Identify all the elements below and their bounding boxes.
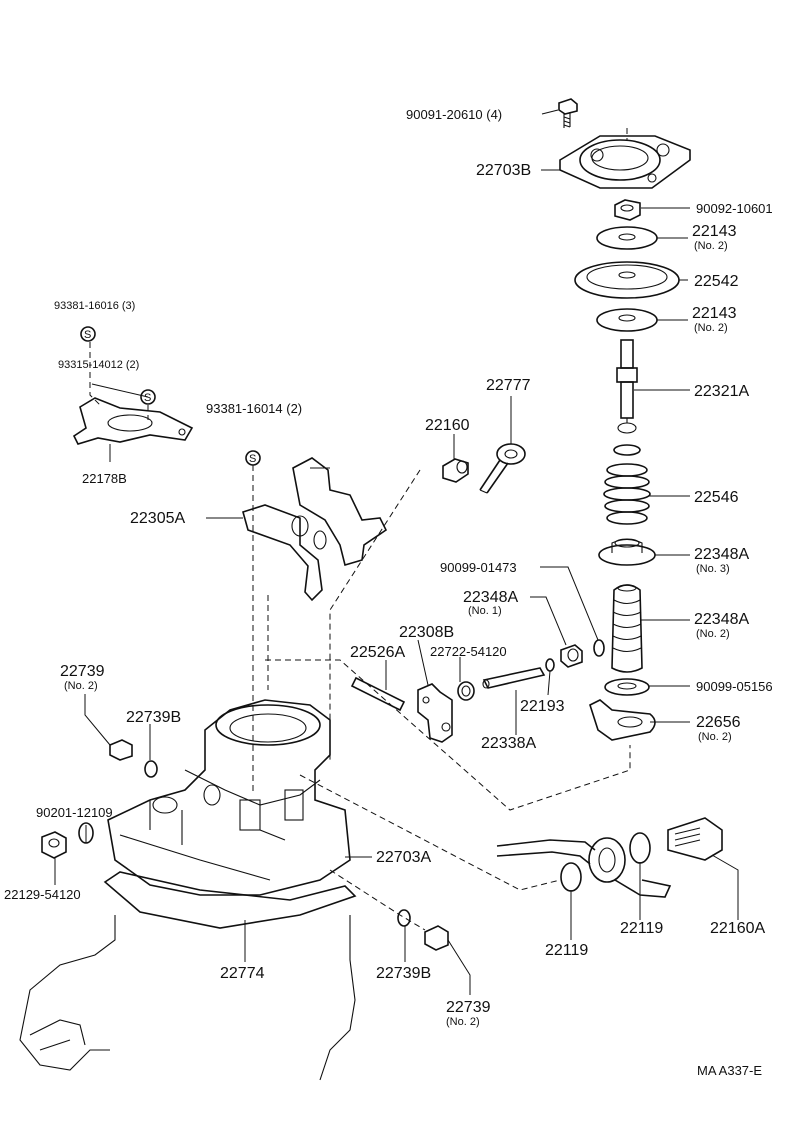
dash-line: [329, 469, 421, 760]
ring-90099-01473-part: [593, 639, 605, 657]
note-bracket-22656: (No. 2): [698, 731, 732, 743]
label-seat-no1: 22348A: [463, 589, 518, 606]
gasket-22739b-right-part: [397, 909, 411, 927]
plug-22129-part: [41, 831, 67, 859]
figure-code: MA A337-E: [697, 1063, 762, 1078]
label-plug-22739-left: 22739: [60, 663, 105, 680]
lever-assy-part: [242, 457, 388, 602]
label-bracket-left: 22178B: [82, 471, 127, 486]
screw-symbol-2: S: [140, 389, 156, 405]
washer-upper-part: [596, 226, 658, 250]
dash-line: [265, 659, 631, 811]
pin-22722-part: [457, 681, 475, 701]
plug-22739-left-part: [109, 739, 133, 761]
pin-22526a-part: [350, 676, 406, 712]
note-washer-upper: (No. 2): [694, 240, 728, 252]
spring-part: [603, 463, 651, 525]
label-bracket-22656: 22656: [696, 714, 741, 731]
label-ring-90099: 90099-01473: [440, 560, 517, 575]
pump-body-part: [19, 915, 356, 1081]
label-bolt-22777: 22777: [486, 377, 531, 394]
label-plug-22129: 22129-54120: [4, 887, 81, 902]
label-screw-left2: 93315-14012 (2): [58, 359, 139, 371]
banjo-fitting-part: [496, 817, 723, 898]
label-washer-22119-b: 22119: [620, 920, 663, 937]
washer-90099-05156-part: [604, 678, 650, 696]
label-washer-lower: 22143: [692, 305, 737, 322]
diaphragm-part: [574, 261, 680, 299]
note-plug-22739-left: (No. 2): [64, 680, 98, 692]
label-screw-mid: 93381-16014 (2): [206, 401, 302, 416]
label-seat-no3: 22348A: [694, 546, 749, 563]
label-screw-left: 93381-16016 (3): [54, 300, 135, 312]
label-cover: 22703B: [476, 162, 531, 179]
label-lever-assy: 22305A: [130, 510, 185, 527]
plug-22739-right-part: [424, 925, 449, 951]
dash-line: [89, 342, 101, 406]
dash-line: [299, 774, 561, 891]
nut-part: [614, 199, 641, 221]
svg-text:S: S: [84, 329, 91, 341]
label-washer-22119-a: 22119: [545, 942, 588, 959]
bolt-top-part: [558, 98, 578, 128]
label-boot-no2: 22348A: [694, 611, 749, 628]
note-washer-lower: (No. 2): [694, 322, 728, 334]
label-plug-90201: 90201-12109: [36, 805, 113, 820]
svg-text:S: S: [144, 392, 151, 404]
label-diaphragm: 22542: [694, 273, 739, 290]
note-boot-no2: (No. 2): [696, 628, 730, 640]
pin-22338a-part: [482, 667, 546, 689]
label-gasket-22774: 22774: [220, 965, 265, 982]
label-spring: 22546: [694, 489, 739, 506]
svg-text:S: S: [249, 453, 256, 465]
seat-no3-part: [598, 538, 656, 566]
seat-no1-part: [560, 644, 583, 668]
plug-22160-part: [442, 458, 469, 483]
dash-line: [329, 869, 426, 931]
shaft-part: [616, 339, 638, 434]
bracket-22178b-part: [72, 397, 194, 445]
note-plug-22739-right: (No. 2): [446, 1016, 480, 1028]
bracket-22656-part: [589, 699, 656, 741]
label-plug-22160: 22160: [425, 417, 470, 434]
leader-lines: [54, 109, 739, 995]
label-plug-22739-right: 22739: [446, 999, 491, 1016]
label-nut: 90092-10601: [696, 201, 773, 216]
label-bolt-top: 90091-20610 (4): [406, 107, 502, 122]
cover-part: [559, 135, 691, 189]
washer-lower-part: [596, 308, 658, 332]
gasket-22774-part: [103, 871, 357, 929]
gasket-22739b-left-part: [144, 760, 158, 778]
label-pin-22526a: 22526A: [350, 644, 405, 661]
label-oring-22193: 22193: [520, 698, 565, 715]
bolt-22777-part: [479, 443, 526, 494]
oring-22193-part: [545, 658, 555, 672]
label-gasket-22739b-right: 22739B: [376, 965, 431, 982]
screw-symbol-3: S: [245, 450, 261, 466]
small-washer-part: [613, 444, 641, 456]
label-housing: 22703A: [376, 849, 431, 866]
housing-part: [107, 699, 351, 896]
label-gasket-22739b-left: 22739B: [126, 709, 181, 726]
boot-no2-part: [611, 584, 643, 673]
label-bolt-22160a: 22160A: [710, 920, 765, 937]
label-washer-90099-05156: 90099-05156: [696, 679, 773, 694]
label-shaft: 22321A: [694, 383, 749, 400]
label-pin-22722: 22722-54120: [430, 644, 507, 659]
note-seat-no1: (No. 1): [468, 605, 502, 617]
label-pin-22338a: 22338A: [481, 735, 536, 752]
label-washer-upper: 22143: [692, 223, 737, 240]
screw-symbol-1: S: [80, 326, 96, 342]
label-lever-22308b: 22308B: [399, 624, 454, 641]
lever-22308b-part: [417, 683, 453, 743]
note-seat-no3: (No. 3): [696, 563, 730, 575]
